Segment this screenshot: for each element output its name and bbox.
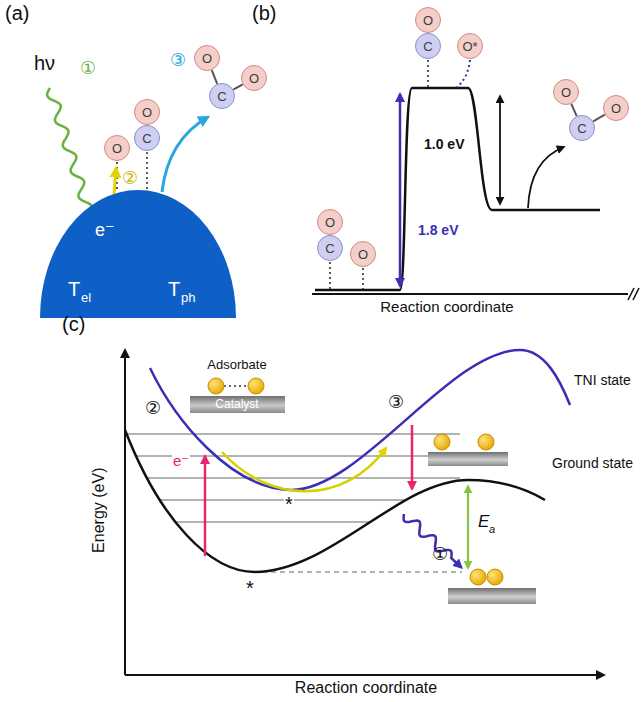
ground-state-curve [125, 430, 545, 572]
nanoparticle-dome: e⁻TelTph [40, 190, 236, 318]
carbon-atom: C [415, 33, 441, 59]
label-text: hν [34, 52, 55, 75]
desorption-arrow [162, 117, 208, 192]
axis-title: Energy (eV) [91, 467, 109, 552]
energy-profile [315, 88, 600, 290]
node-text: e⁻ [95, 220, 115, 241]
y-axis [124, 350, 126, 675]
axis-break [633, 288, 639, 300]
node-text: Adsorbate [207, 358, 266, 372]
oxygen-atom: O [553, 79, 579, 105]
carbon-atom: C [209, 83, 235, 109]
label-text: ① [80, 58, 96, 79]
oxygen-atom: O [350, 241, 376, 267]
energy-arrow [399, 94, 402, 286]
relaxation-arrow [411, 425, 414, 489]
tni-state-curve [150, 350, 570, 490]
label-text: Ground state [552, 455, 633, 471]
node-text: O [112, 142, 122, 155]
catalyst-bar: CatalystAdsorbate [190, 396, 285, 413]
label-text: e⁻ [172, 452, 190, 469]
label-text: ① [432, 544, 448, 565]
label-text: ③ [170, 50, 186, 71]
node-text: C [217, 90, 226, 103]
oxygen-atom: O [241, 65, 267, 91]
adsorption-bond [362, 268, 364, 289]
carbon-atom: C [317, 235, 343, 261]
oxygen-atom: O* [457, 33, 483, 59]
axis-line [312, 293, 628, 295]
node-text: O [142, 106, 152, 119]
adsorption-bond [146, 152, 148, 189]
label-text: Reaction coordinate [380, 298, 513, 315]
reference-line [262, 571, 462, 572]
node-text: C [142, 132, 151, 145]
x-axis [125, 674, 604, 676]
carbon-atom: C [134, 125, 160, 151]
energy-arrow [499, 96, 501, 204]
label-text: Reaction coordinate [295, 679, 437, 697]
node-text: O [325, 216, 335, 229]
excited-bond [457, 60, 470, 87]
label-text: ③ [388, 392, 404, 413]
excitation-arrow [204, 456, 207, 556]
node-text: ph [181, 291, 195, 306]
node-text: T [168, 278, 180, 301]
label-text: TNI state [574, 372, 631, 388]
node-text: O [611, 102, 621, 115]
bond-line [233, 84, 242, 89]
adsorption-bond [329, 262, 331, 289]
node-text: T [68, 278, 80, 301]
node-text: O [358, 248, 368, 261]
bond-line [593, 115, 605, 122]
label-text: (b) [252, 2, 276, 25]
node-text: O [423, 14, 433, 27]
oxygen-atom: O [104, 135, 130, 161]
node-text: O* [462, 40, 477, 53]
oxygen-atom: O [415, 7, 441, 33]
desorption-arrow [528, 147, 564, 208]
label-text: a [489, 523, 495, 536]
label-text: E [478, 512, 489, 532]
bond-line [212, 70, 217, 84]
activation-arrow [467, 486, 469, 568]
oxygen-atom: O [317, 209, 343, 235]
label-text: 1.0 eV [424, 136, 464, 152]
node-text: C [577, 122, 586, 135]
node-text: el [81, 291, 91, 306]
vibrational-levels [125, 434, 460, 522]
carbon-atom: C [569, 115, 595, 141]
desorbed-inset [448, 569, 536, 604]
photon-arrow [404, 514, 462, 568]
label-text: ② [122, 168, 138, 189]
dissociated-inset [428, 434, 508, 466]
label-text: 1.8 eV [418, 222, 458, 238]
adsorbate-inset [208, 378, 264, 394]
oxygen-atom: O [603, 95, 629, 121]
label-text: (c) [62, 313, 85, 336]
node-text: C [325, 242, 334, 255]
oxygen-atom: O [134, 99, 160, 125]
node-text: Catalyst [215, 398, 258, 411]
adsorption-bond [427, 60, 429, 87]
node-text: O [202, 52, 212, 65]
node-text: C [423, 40, 432, 53]
label-text: * [246, 578, 254, 598]
motion-arrow [222, 448, 386, 491]
bond-line [571, 104, 576, 116]
label-text: (a) [5, 2, 29, 25]
node-text: O [561, 86, 571, 99]
oxygen-atom: O [194, 45, 220, 71]
label-text: ② [145, 398, 161, 419]
label-text: * [284, 494, 294, 514]
node-text: O [249, 72, 259, 85]
